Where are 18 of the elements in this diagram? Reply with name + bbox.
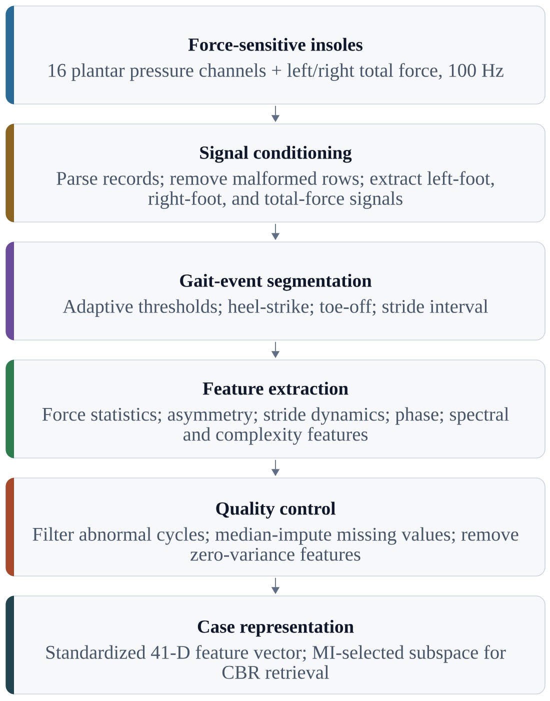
step-title: Signal conditioning [200,146,352,163]
step-description: Adaptive thresholds; heel-strike; toe-off; stride interval [62,299,488,317]
step-title: Gait-event segmentation [180,274,372,291]
step-title: Force-sensitive insoles [188,38,362,51]
step-box [6,124,546,222]
step-box [6,478,546,576]
step-description: 16 plantar pressure channels + left/right total force, 100 Hz [48,63,504,81]
step-box [6,596,546,694]
step-box [6,6,546,104]
step-title: Case representation [198,620,354,637]
step-description: Force statistics; asymmetry; stride dynamics; phase; spectral and complexity features [42,407,509,445]
step-description: Parse records; remove malformed rows; extract left-foot, right-foot, and total-force signals [56,171,494,209]
step-title: Quality control [216,502,336,519]
step-title: Feature extraction [202,382,348,395]
step-description: Standardized 41-D feature vector; MI-selected subspace for CBR retrieval [46,645,506,679]
step-description: Filter abnormal cycles; median-impute missing values; remove zero-variance features [32,527,518,561]
step-box [6,360,546,458]
step-box [6,242,546,340]
